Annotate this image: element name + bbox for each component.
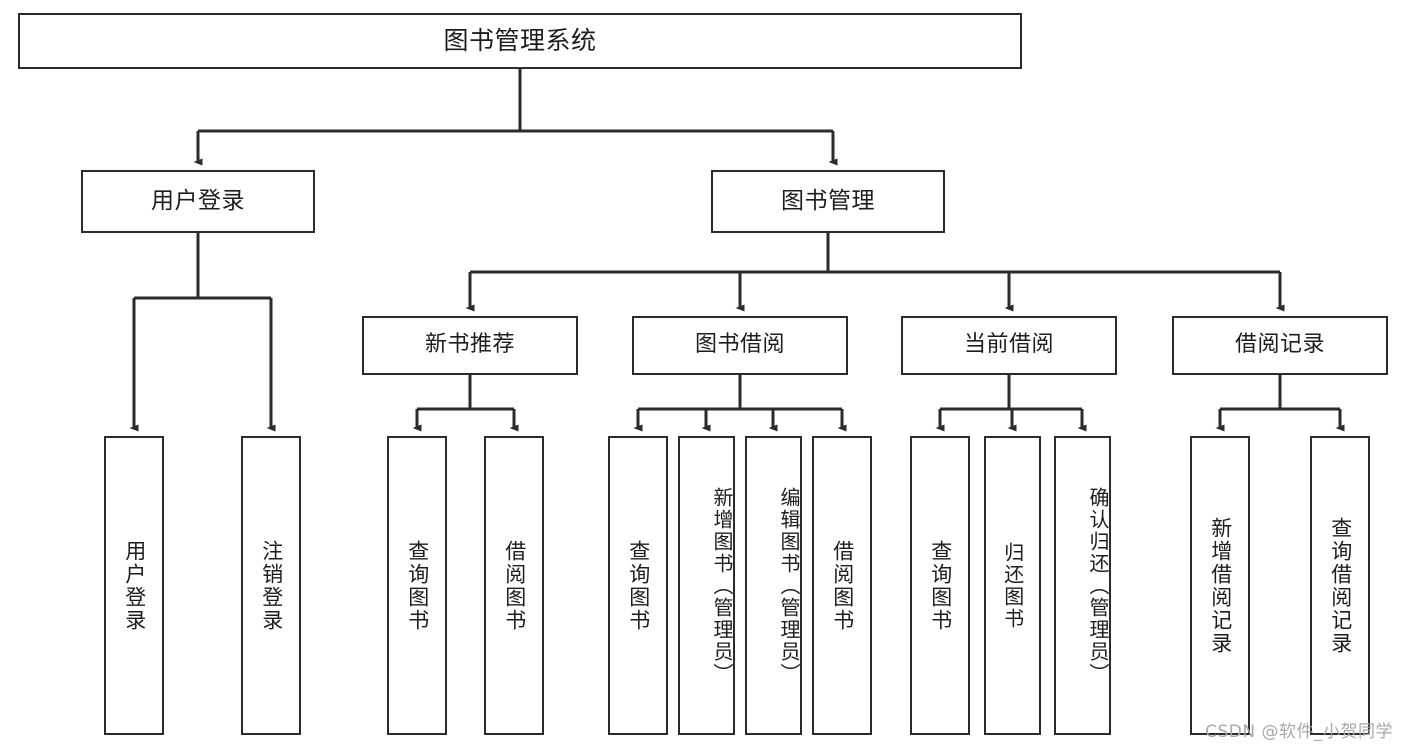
node-leaf-borrow-book-bor[interactable]: 借阅图书: [812, 436, 872, 735]
node-leaf-borrow-book-rec-label: 借阅图书: [502, 539, 527, 632]
node-root-label: 图书管理系统: [443, 26, 597, 55]
node-book-manage-label: 图书管理: [781, 187, 875, 214]
node-leaf-user-logout[interactable]: 注销登录: [241, 436, 301, 735]
node-book-borrow[interactable]: 图书借阅: [632, 316, 848, 375]
node-new-book-rec[interactable]: 新书推荐: [362, 316, 578, 375]
node-new-book-rec-label: 新书推荐: [424, 332, 515, 358]
node-book-manage[interactable]: 图书管理: [711, 170, 945, 233]
node-leaf-add-book[interactable]: 新增图书（管理员）: [678, 436, 735, 735]
node-leaf-query-record-label: 查询借阅记录: [1328, 516, 1353, 655]
node-leaf-user-login-label: 用户登录: [122, 539, 147, 632]
csdn-watermark: CSDN @软件_小贺同学: [1205, 722, 1393, 742]
node-book-borrow-label: 图书借阅: [694, 332, 785, 358]
node-leaf-add-book-label: 新增图书（管理员）: [710, 486, 734, 685]
node-user-login[interactable]: 用户登录: [81, 170, 315, 233]
node-leaf-return-book-label: 归还图书: [1000, 541, 1025, 630]
node-leaf-confirm-return[interactable]: 确认归还（管理员）: [1054, 436, 1111, 735]
node-leaf-query-book-bor[interactable]: 查询图书: [608, 436, 668, 735]
node-leaf-query-record[interactable]: 查询借阅记录: [1310, 436, 1370, 735]
node-leaf-borrow-book-rec[interactable]: 借阅图书: [484, 436, 544, 735]
node-leaf-add-record[interactable]: 新增借阅记录: [1190, 436, 1250, 735]
node-leaf-user-logout-label: 注销登录: [259, 539, 284, 632]
node-leaf-query-book-bor-label: 查询图书: [626, 539, 651, 632]
node-root[interactable]: 图书管理系统: [18, 13, 1022, 69]
node-leaf-edit-book[interactable]: 编辑图书（管理员）: [745, 436, 802, 735]
node-leaf-query-book-rec[interactable]: 查询图书: [387, 436, 447, 735]
node-borrow-record-label: 借阅记录: [1234, 332, 1325, 358]
node-leaf-borrow-book-bor-label: 借阅图书: [830, 539, 855, 632]
node-leaf-return-book[interactable]: 归还图书: [984, 436, 1041, 735]
node-user-login-label: 用户登录: [151, 187, 245, 214]
node-leaf-query-book-cur[interactable]: 查询图书: [910, 436, 970, 735]
node-current-borrow-label: 当前借阅: [963, 332, 1054, 358]
node-leaf-confirm-return-label: 确认归还（管理员）: [1086, 486, 1110, 685]
node-leaf-query-book-cur-label: 查询图书: [928, 539, 953, 632]
node-leaf-user-login[interactable]: 用户登录: [104, 436, 164, 735]
node-leaf-add-record-label: 新增借阅记录: [1208, 516, 1233, 655]
node-leaf-edit-book-label: 编辑图书（管理员）: [777, 486, 801, 685]
node-current-borrow[interactable]: 当前借阅: [901, 316, 1117, 375]
node-borrow-record[interactable]: 借阅记录: [1172, 316, 1388, 375]
node-leaf-query-book-rec-label: 查询图书: [405, 539, 430, 632]
